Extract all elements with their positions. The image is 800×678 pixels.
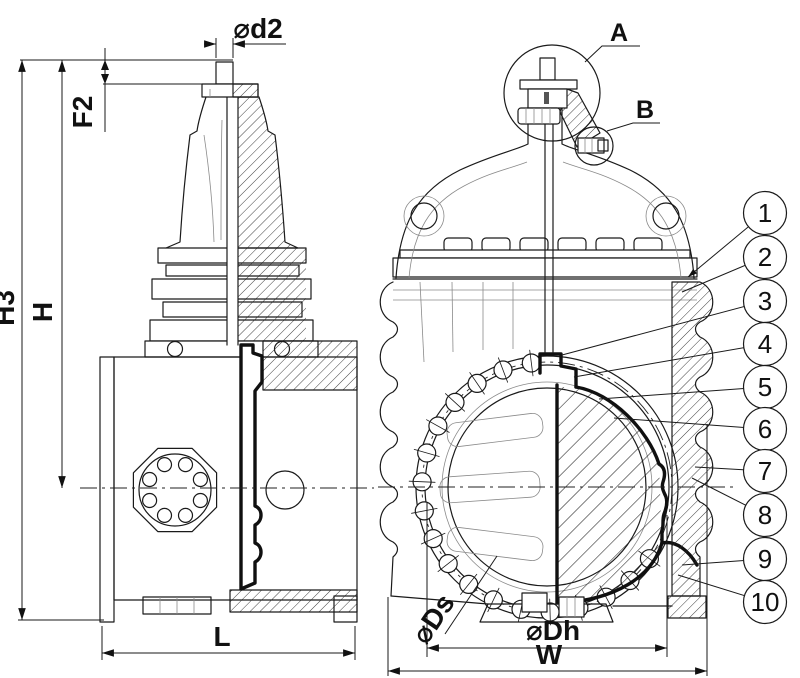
dim-label-f2: F2	[67, 96, 98, 129]
balloon-5-label: 5	[758, 372, 772, 402]
dim-label-w: W	[536, 639, 563, 670]
lifting-lug	[652, 202, 680, 230]
balloon-10: 10	[677, 574, 788, 625]
body-foot	[667, 595, 707, 619]
balloon-9: 9	[681, 536, 788, 582]
balloon-1-label: 1	[758, 198, 772, 228]
balloon-9-label: 9	[758, 544, 772, 574]
stem-cap	[539, 57, 556, 81]
dim-label-h: H	[27, 302, 58, 322]
left-view-side-section	[80, 61, 374, 623]
body-bottom-section	[229, 589, 358, 613]
body-port	[265, 470, 305, 510]
balloon-8-label: 8	[758, 500, 772, 530]
body-left-ribs	[379, 281, 399, 597]
lifting-lug	[410, 202, 438, 230]
body-section-hatch	[262, 340, 358, 391]
dimension-annotations: H3 H F2 ⌀d2 L ⌀Dh W ⌀Ds	[0, 13, 708, 676]
balloon-6: 6	[613, 406, 788, 452]
dim-label-l: L	[213, 621, 230, 652]
balloon-8: 8	[691, 477, 788, 538]
balloon-4: 4	[573, 321, 788, 378]
balloon-4-label: 4	[758, 329, 772, 359]
balloon-7: 7	[694, 448, 788, 494]
balloon-7-label: 7	[758, 456, 772, 486]
inlet-flange-edge	[99, 356, 115, 623]
callout-balloons: 1 2 3 4 5 6 7	[561, 190, 788, 625]
detail-label-a: A	[610, 19, 628, 47]
gate-wedge-section	[557, 387, 662, 603]
bonnet-bolt	[166, 340, 184, 358]
dim-label-d2: ⌀d2	[233, 13, 283, 44]
gland-section-hatch	[238, 248, 306, 341]
boss-bolts	[142, 457, 208, 524]
balloon-2: 2	[681, 234, 788, 293]
bonnet-wall-section	[236, 96, 299, 249]
detail-callout-b: B	[606, 96, 660, 132]
balloon-2-label: 2	[758, 242, 772, 272]
balloon-3-label: 3	[758, 286, 772, 316]
bonnet-flange-bolts	[443, 237, 663, 253]
gearbox-mounting-boss	[132, 447, 218, 533]
detail-label-b: B	[636, 96, 654, 124]
stem-cap	[215, 61, 234, 85]
detail-circle-b	[574, 126, 614, 166]
balloon-6-label: 6	[758, 414, 772, 444]
balloon-1: 1	[687, 190, 788, 278]
detail-callout-a: A	[584, 19, 640, 63]
dim-label-h3: H3	[0, 290, 20, 326]
bonnet-dome	[395, 106, 529, 279]
seal-injection-port	[558, 596, 585, 618]
dim-label-dh: ⌀Dh	[526, 615, 580, 646]
gate-wedge-profile	[239, 343, 264, 591]
balloon-3: 3	[561, 278, 788, 356]
detail-circle-a	[503, 44, 601, 142]
right-view-front-section	[378, 44, 734, 626]
balloon-10-label: 10	[751, 587, 780, 617]
body-right-wall-section	[671, 281, 714, 597]
